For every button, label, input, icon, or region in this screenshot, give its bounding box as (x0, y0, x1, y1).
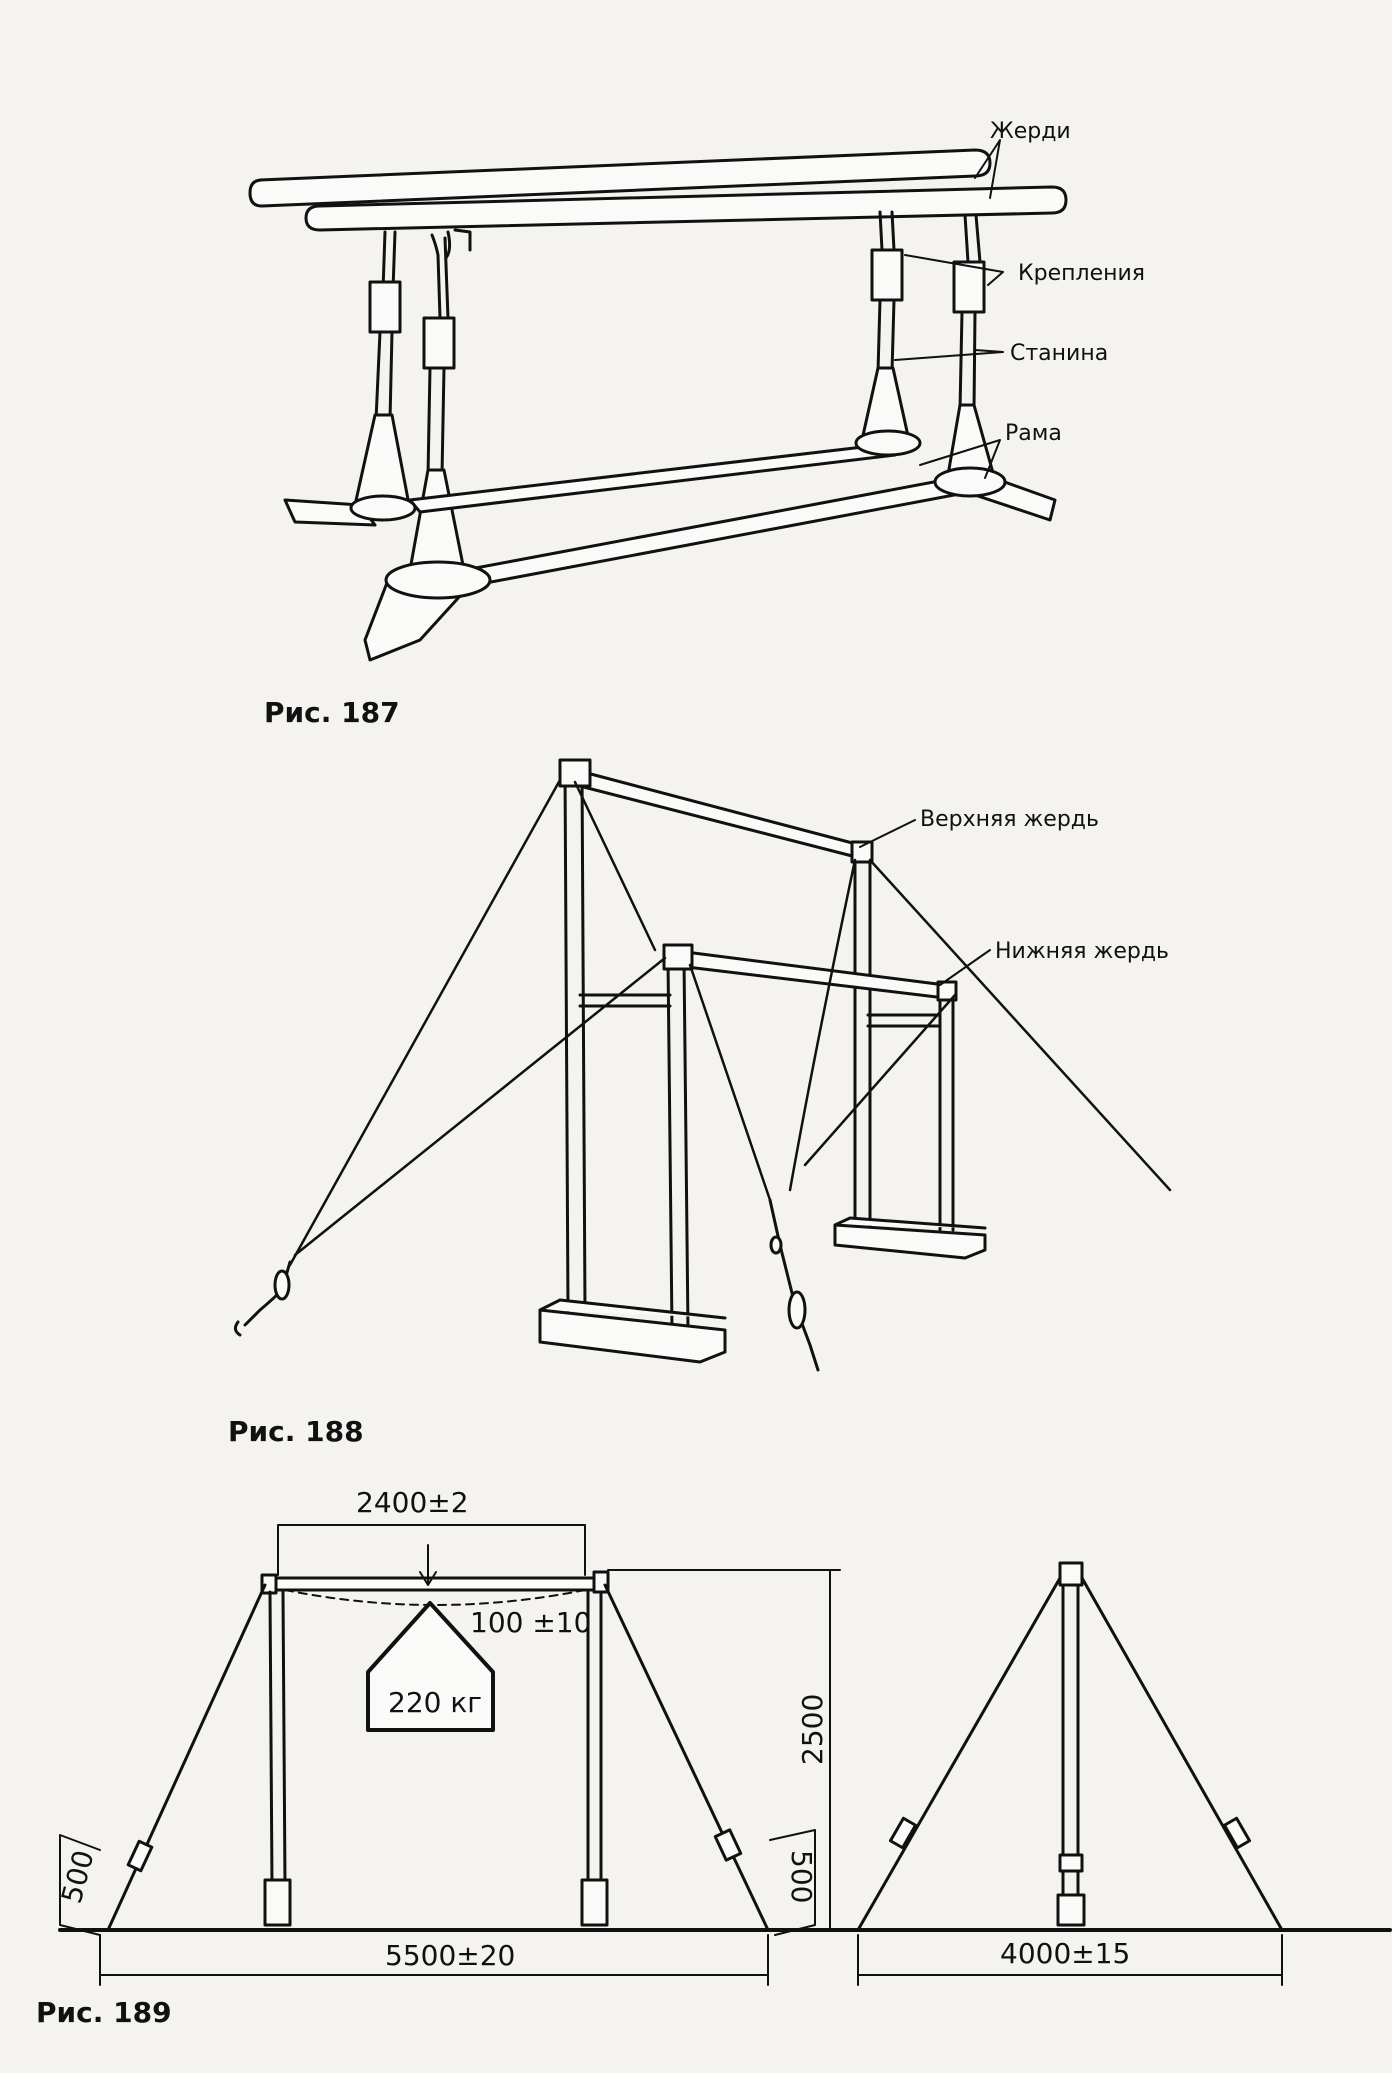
dim-span (99, 1934, 769, 1986)
label-base: Рама (1005, 421, 1062, 446)
label-mounts: Крепления (1018, 261, 1145, 286)
leader-lower (939, 949, 991, 986)
dim-left-anchor (59, 1834, 101, 1936)
leader-upper (859, 819, 916, 848)
caption-189: Рис. 189 (36, 1996, 172, 2029)
label-lower-bar: Нижняя жердь (995, 939, 1169, 964)
load-shape (366, 1601, 495, 1732)
post-right (586, 1590, 603, 1887)
dim-top-width: 2400±2 (356, 1486, 469, 1519)
dim-sag: 100 ±10 (470, 1606, 591, 1639)
dim-side-span-label: 4000±15 (1000, 1937, 1130, 1970)
upper-post-left (563, 768, 587, 1312)
mount-left-front (422, 316, 456, 370)
label-upper-bar: Верхняя жердь (920, 807, 1099, 832)
guy-wire-4 (688, 963, 772, 1202)
side-guy-left (856, 1576, 1062, 1932)
side-top (1058, 1561, 1084, 1587)
base-block-back (833, 1216, 987, 1260)
post-foot-right (580, 1878, 609, 1927)
dim-left-anchor-label: 500 (55, 1847, 101, 1907)
base-block-front (538, 1298, 727, 1364)
guy-wire-2 (573, 780, 657, 952)
side-post (1061, 1583, 1080, 1902)
guy-wire-5 (868, 858, 1172, 1192)
post-left-back (381, 230, 397, 292)
guy-wire-7 (803, 993, 957, 1167)
label-stand: Станина (1010, 341, 1108, 366)
guy-wire-3 (293, 956, 667, 1257)
leader-bars (974, 139, 1001, 199)
caption-188: Рис. 188 (228, 1415, 364, 1448)
front-bar (304, 185, 1068, 232)
crossbar (268, 1576, 602, 1592)
post-foot-left (263, 1878, 292, 1927)
guy-wire-6 (788, 858, 857, 1192)
load-label: 220 кг (388, 1686, 482, 1719)
sag-line (284, 1589, 586, 1606)
dim-right-anchor (769, 1829, 816, 1936)
leader-base (919, 439, 1001, 479)
upper-post-right (853, 853, 872, 1232)
mount-left-back (368, 280, 402, 334)
leader-mounts (904, 254, 1004, 286)
caption-187: Рис. 187 (264, 696, 400, 729)
lower-post-left (666, 958, 690, 1332)
guy-right (603, 1583, 770, 1932)
leader-stand (894, 349, 1004, 361)
label-bars: Жерди (990, 119, 1071, 144)
post-left (268, 1590, 287, 1887)
side-guy-right (1080, 1576, 1284, 1932)
guy-wire-1 (288, 778, 562, 1267)
dim-height-label: 2500 (796, 1694, 829, 1765)
dim-side-span (857, 1934, 1283, 1986)
mount-right-back (870, 248, 904, 302)
lower-post-right (938, 993, 955, 1232)
dim-height (607, 1569, 841, 1931)
back-bar (248, 148, 992, 208)
dim-right-anchor-label: 500 (785, 1850, 818, 1903)
load-arrow (419, 1544, 437, 1586)
dim-top-line (277, 1524, 586, 1576)
dim-span-label: 5500±20 (385, 1939, 515, 1972)
mount-right-front (952, 260, 986, 314)
guy-left (106, 1583, 267, 1932)
